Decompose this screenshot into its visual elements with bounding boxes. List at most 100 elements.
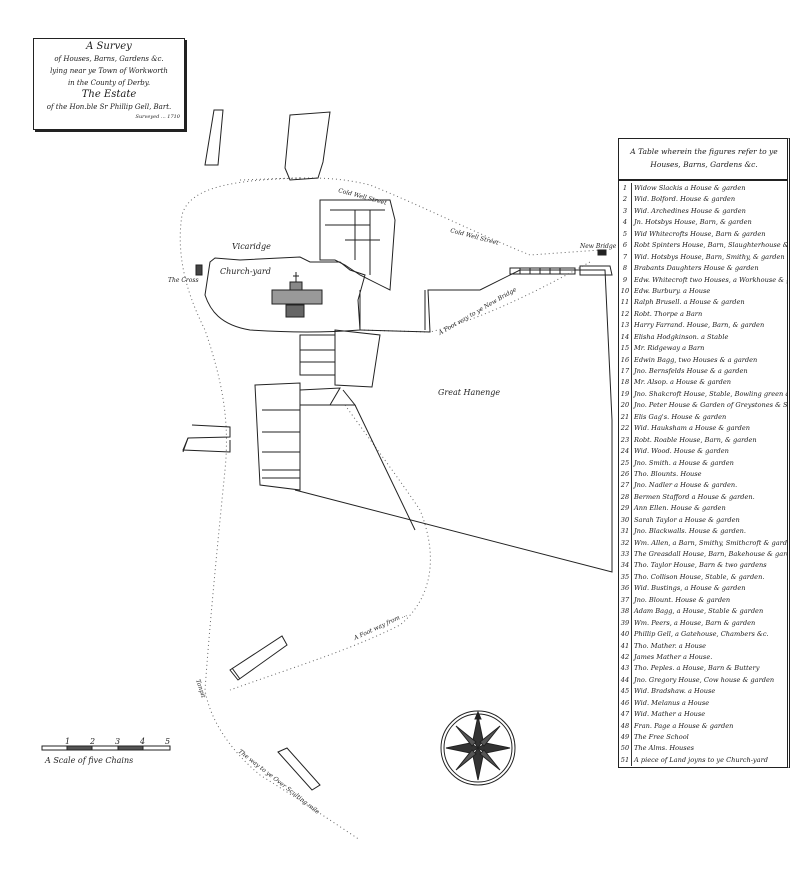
- cross-icon: [195, 264, 203, 276]
- plots-south-row: [254, 382, 301, 491]
- plots-west: [182, 424, 231, 453]
- road-dotted-east: [239, 177, 601, 256]
- row-number: 9: [619, 274, 632, 286]
- row-text: Wid. Wood. House & garden: [634, 447, 729, 456]
- row-number: 31: [619, 526, 632, 538]
- row-number: 4: [619, 217, 632, 229]
- row-number: 27: [619, 480, 632, 492]
- row-number: 2: [619, 194, 632, 206]
- cartouche-owner: of the Hon.ble Sr Phillip Gell, Bart.: [46, 103, 172, 111]
- row-number: 12: [619, 308, 632, 321]
- row-number: 3: [619, 205, 632, 218]
- row-text: Robt Spinters House, Barn, Slaughterhous…: [634, 241, 787, 250]
- bridge: [597, 249, 607, 256]
- row-number: 24: [619, 446, 632, 458]
- row-number: 50: [619, 743, 632, 755]
- row-text: Jno. Smith. a House & garden: [634, 458, 734, 467]
- plot-alms-houses: [277, 747, 321, 791]
- row-text: Jno. Shakcroft House, Stable, Bowling gr…: [634, 389, 787, 398]
- row-number: 25: [619, 457, 632, 469]
- row-number: 38: [619, 606, 632, 618]
- cartouche-estate: The Estate: [81, 89, 137, 100]
- row-text: Elis Gag's. House & garden: [634, 412, 727, 421]
- label-cold-well-street: Cold Well Street: [449, 227, 499, 247]
- table-title: A Table wherein the figures refer to ye …: [619, 139, 787, 181]
- plot-23-south: [299, 387, 341, 406]
- row-text: Ralph Brusell. a House & garden: [634, 298, 745, 307]
- row-number: 47: [619, 709, 632, 721]
- row-text: Jno. Blackwalls. House & garden.: [634, 527, 746, 536]
- row-text: Edwin Bagg, two Houses & a garden: [634, 355, 758, 364]
- compass-rose-icon: [440, 710, 516, 786]
- row-number: 15: [619, 343, 632, 355]
- row-text: Wid. Bolford. House & garden: [634, 195, 736, 204]
- cartouche-line: of Houses, Barns, Gardens &c.: [54, 55, 164, 63]
- row-number: 39: [619, 617, 632, 630]
- plot-13: [334, 329, 381, 388]
- row-number: 41: [619, 640, 632, 652]
- row-text: Edw. Whitecroft two Houses, a Workhouse …: [634, 275, 787, 284]
- row-number: 10: [619, 285, 632, 298]
- scale-bar: [41, 745, 171, 751]
- church-yard-boundary: [204, 256, 366, 333]
- label-vicaridge: Vicaridge: [232, 242, 271, 251]
- label-foot-way-from: A Foot way from ...: [352, 611, 408, 642]
- cartouche-line: lying near ye Town of Workworth: [50, 67, 168, 75]
- row-number: 22: [619, 423, 632, 435]
- row-text: Brabants Daughters House & garden: [634, 264, 759, 273]
- row-number: 21: [619, 411, 632, 424]
- row-text: A piece of Land joyns to ye Church-yard: [634, 755, 768, 764]
- row-text: Edw. Burbury. a House: [634, 286, 711, 295]
- row-number: 43: [619, 663, 632, 675]
- row-text: Jno. Peter House & Garden of Greystones …: [634, 401, 787, 410]
- label-cross: The Cross: [168, 277, 199, 284]
- row-text: Tho. Mather. a House: [634, 641, 707, 650]
- row-text: Jno. Blount. House & garden: [634, 595, 731, 604]
- row-number: 11: [619, 297, 632, 309]
- row-text: Mr. Alsop. a House & garden: [634, 378, 732, 387]
- great-hanenge-boundary: [294, 269, 613, 573]
- row-text: Robt. Roable House, Barn, & garden: [634, 435, 757, 444]
- label-new-bridge: New Bridge: [579, 243, 617, 250]
- row-number: 37: [619, 594, 632, 607]
- row-text: The Greasdall House, Barn, Bakehouse & g…: [634, 550, 787, 558]
- row-number: 36: [619, 583, 632, 595]
- row-text: Robt. Thorpe a Barn: [634, 309, 703, 318]
- label-great-hanenge: Great Hanenge: [438, 388, 500, 397]
- row-number: 1: [619, 183, 632, 195]
- row-text: Tho. Taylor House, Barn & two gardens: [634, 561, 767, 570]
- label-way-over: The way to ye Over Sculting mile: [237, 748, 321, 816]
- row-number: 45: [619, 686, 632, 698]
- diagonal-boundary: [330, 389, 416, 531]
- row-text: Wid. Bustings, a House & garden: [634, 584, 746, 593]
- row-text: Widow Slackis a House & garden: [634, 184, 746, 192]
- row-number: 30: [619, 514, 632, 527]
- new-bridge-houses: [509, 265, 613, 276]
